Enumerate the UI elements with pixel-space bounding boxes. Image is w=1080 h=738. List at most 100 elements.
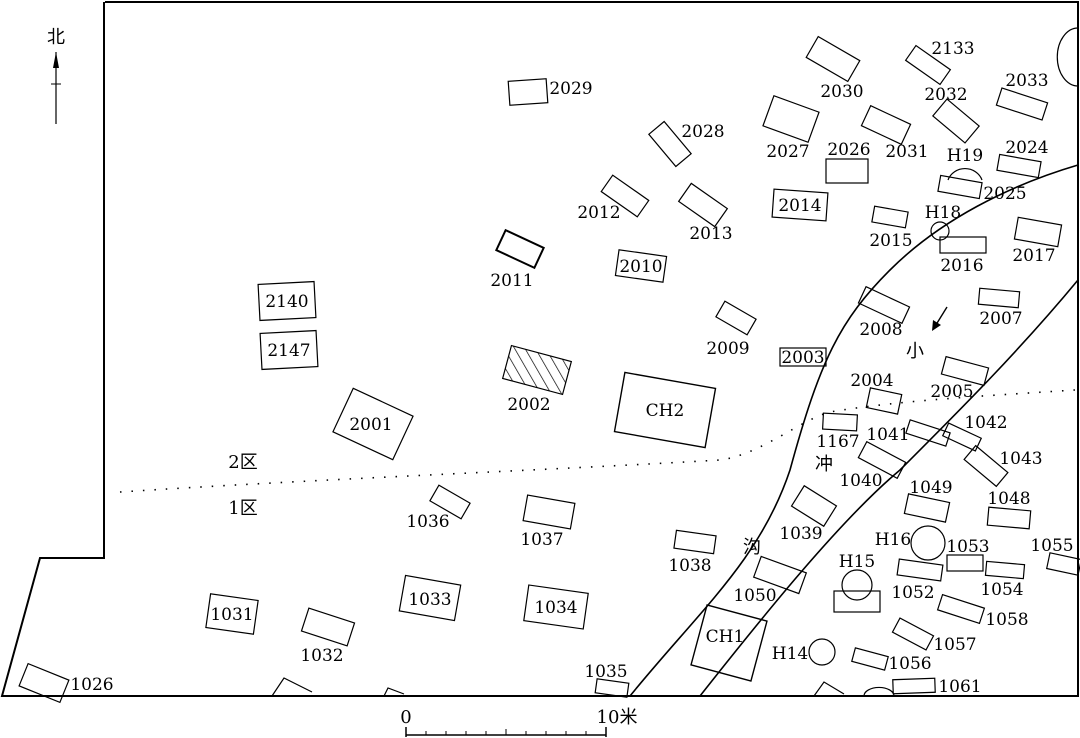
svg-text:H14: H14 bbox=[772, 644, 808, 664]
grave-2133: 2133 bbox=[904, 39, 975, 86]
svg-text:2011: 2011 bbox=[490, 271, 533, 291]
svg-text:1039: 1039 bbox=[779, 524, 822, 544]
grave-1034: 1034 bbox=[523, 584, 589, 630]
svg-text:2010: 2010 bbox=[619, 257, 662, 277]
svg-text:1038: 1038 bbox=[668, 556, 711, 576]
pit-partial-edge bbox=[1056, 27, 1079, 87]
grave-2005: 2005 bbox=[930, 355, 990, 402]
grave-2032: 2032 bbox=[924, 85, 981, 144]
pit-h16: H16 bbox=[875, 525, 946, 561]
svg-text:2016: 2016 bbox=[940, 256, 983, 276]
svg-text:H16: H16 bbox=[875, 530, 911, 550]
svg-text:2030: 2030 bbox=[820, 82, 863, 102]
stream-bank-east bbox=[699, 279, 1079, 697]
grave-1057: 1057 bbox=[891, 617, 977, 655]
svg-text:1032: 1032 bbox=[300, 646, 343, 666]
grave-1049: 1049 bbox=[903, 478, 953, 523]
grave-1042: 1042 bbox=[941, 413, 1008, 452]
grave-2147: 2147 bbox=[259, 329, 319, 371]
pit-h19: H19 bbox=[947, 146, 983, 181]
grave-2015: 2015 bbox=[869, 205, 913, 251]
grave-2011: 2011 bbox=[490, 228, 546, 291]
grave-2016: 2016 bbox=[939, 236, 987, 276]
svg-text:2140: 2140 bbox=[265, 292, 308, 312]
svg-text:2032: 2032 bbox=[924, 85, 967, 105]
svg-text:2002: 2002 bbox=[507, 395, 550, 415]
svg-text:1034: 1034 bbox=[534, 598, 577, 618]
grave-1050: 1050 bbox=[733, 555, 808, 606]
svg-text:1033: 1033 bbox=[408, 590, 451, 610]
svg-text:1035: 1035 bbox=[584, 662, 627, 682]
svg-text:1043: 1043 bbox=[999, 449, 1042, 469]
grave-2025: 2025 bbox=[937, 174, 1027, 204]
grave-2001: 2001 bbox=[332, 387, 414, 461]
svg-text:1050: 1050 bbox=[733, 586, 776, 606]
grave-1032: 1032 bbox=[300, 607, 356, 666]
grave-1167: 1167 bbox=[816, 412, 860, 452]
stream-label-rush: 冲 bbox=[815, 454, 833, 475]
stream-bank-west bbox=[629, 164, 1079, 697]
svg-text:1026: 1026 bbox=[70, 675, 113, 695]
grave-2009: 2009 bbox=[706, 300, 757, 359]
svg-text:2015: 2015 bbox=[869, 231, 912, 251]
svg-text:2004: 2004 bbox=[850, 371, 893, 391]
svg-text:2014: 2014 bbox=[778, 196, 821, 216]
grave-2012: 2012 bbox=[577, 174, 650, 223]
grave-2014: 2014 bbox=[771, 188, 829, 222]
zone-divider bbox=[119, 389, 1076, 493]
svg-text:2033: 2033 bbox=[1005, 71, 1048, 91]
svg-text:2003: 2003 bbox=[781, 348, 824, 368]
svg-text:2133: 2133 bbox=[931, 39, 974, 59]
stream-label-small: 小 bbox=[906, 341, 924, 362]
grave-1039: 1039 bbox=[779, 484, 838, 544]
grave-1056: 1056 bbox=[851, 647, 932, 674]
svg-text:1056: 1056 bbox=[888, 654, 931, 674]
svg-text:1061: 1061 bbox=[938, 677, 981, 697]
grave-2140: 2140 bbox=[257, 280, 317, 322]
grave-2024: 2024 bbox=[996, 138, 1049, 179]
pit-ch1: CH1 bbox=[690, 604, 768, 682]
grave-1040: 1040 bbox=[839, 440, 907, 491]
svg-text:1041: 1041 bbox=[866, 425, 909, 445]
grave-1041: 1041 bbox=[866, 419, 951, 447]
grave-1052: 1052 bbox=[891, 558, 944, 603]
stream-label-gully: 沟 bbox=[743, 537, 761, 558]
svg-text:2013: 2013 bbox=[689, 224, 732, 244]
svg-text:CH2: CH2 bbox=[646, 401, 685, 421]
grave-1026: 1026 bbox=[18, 662, 114, 704]
grave-1055: 1055 bbox=[1030, 536, 1080, 576]
svg-text:2147: 2147 bbox=[267, 341, 310, 361]
grave-1036: 1036 bbox=[406, 484, 471, 532]
grave-1035: 1035 bbox=[584, 662, 630, 698]
svg-text:1036: 1036 bbox=[406, 512, 449, 532]
flow-direction-arrow bbox=[932, 306, 948, 331]
grave-1037: 1037 bbox=[520, 494, 576, 550]
pit-h15: H15 bbox=[839, 552, 875, 601]
grave-1054: 1054 bbox=[980, 560, 1026, 600]
svg-text:1037: 1037 bbox=[520, 530, 563, 550]
svg-text:2017: 2017 bbox=[1012, 246, 1055, 266]
north-label: 北 bbox=[47, 27, 65, 48]
grave-2007: 2007 bbox=[977, 287, 1023, 329]
grave-1053: 1053 bbox=[946, 537, 990, 572]
svg-text:2012: 2012 bbox=[577, 203, 620, 223]
grave-2003: 2003 bbox=[779, 347, 827, 368]
svg-text:2005: 2005 bbox=[930, 382, 973, 402]
grave-2017: 2017 bbox=[1012, 216, 1063, 266]
grave-2028: 2028 bbox=[647, 120, 725, 168]
svg-text:2009: 2009 bbox=[706, 339, 749, 359]
pit-h15-box bbox=[833, 590, 881, 613]
svg-text:2007: 2007 bbox=[979, 309, 1022, 329]
svg-text:2029: 2029 bbox=[549, 79, 592, 99]
grave-1043: 1043 bbox=[963, 444, 1043, 488]
grave-2010: 2010 bbox=[614, 249, 668, 283]
pit-h18: H18 bbox=[925, 203, 961, 241]
grave-2031: 2031 bbox=[860, 104, 929, 162]
svg-text:2031: 2031 bbox=[885, 142, 928, 162]
svg-text:2001: 2001 bbox=[349, 415, 392, 435]
svg-text:2026: 2026 bbox=[827, 140, 870, 160]
zone-1-label: 1区 bbox=[228, 498, 257, 519]
grave-2008: 2008 bbox=[857, 285, 911, 340]
svg-text:1048: 1048 bbox=[987, 489, 1030, 509]
grave-1061: 1061 bbox=[892, 677, 982, 697]
